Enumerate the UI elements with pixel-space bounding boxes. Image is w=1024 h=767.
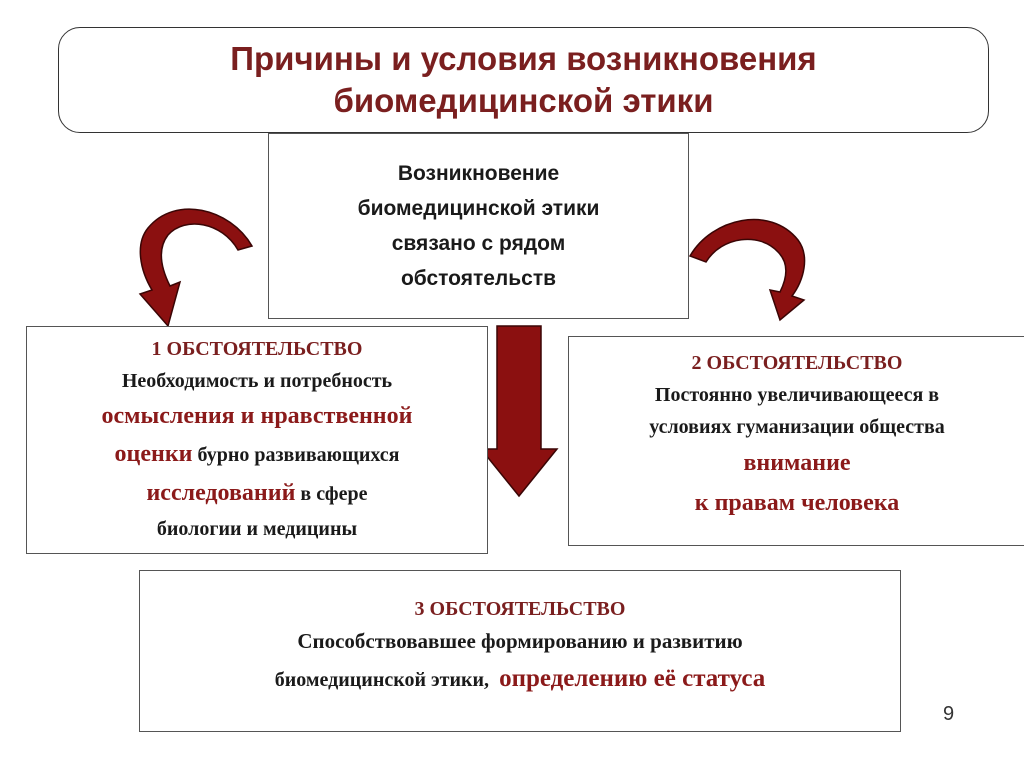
circumstance-2-header: 2 ОБСТОЯТЕЛЬСТВО xyxy=(691,352,903,374)
center-line-3: связано с рядом xyxy=(391,232,566,255)
circumstance-3-line-1: Способствовавшее формированию и развитию xyxy=(297,629,743,653)
circumstance-2-line-4: к правам человека xyxy=(694,490,900,516)
slide-number: 9 xyxy=(943,703,955,725)
right-curved-arrow xyxy=(688,218,806,322)
circumstance-1-line-2: осмысления и нравственной xyxy=(101,403,413,429)
circumstance-1-box: 1 ОБСТОЯТЕЛЬСТВО Необходимость и потребн… xyxy=(26,326,488,554)
circumstance-2-line-1: Постоянно увеличивающееся в xyxy=(654,384,940,406)
circumstance-2-line-2: условиях гуманизации общества xyxy=(649,416,945,438)
circumstance-1-line-1: Необходимость и потребность xyxy=(121,370,393,392)
highlight-statusa: определению её статуса xyxy=(499,665,766,692)
circumstance-1-line-4: исследований в сфере xyxy=(27,474,487,513)
center-line-2: биомедицинской этики xyxy=(357,197,600,220)
center-line-1: Возникновение xyxy=(397,162,560,185)
title-box: Причины и условия возникновения биомедиц… xyxy=(58,27,989,133)
circumstance-1-header: 1 ОБСТОЯТЕЛЬСТВО xyxy=(151,338,363,360)
circumstance-1-line-4-rest: в сфере xyxy=(295,483,368,505)
circumstance-3-box: 3 ОБСТОЯТЕЛЬСТВО Способствовавшее формир… xyxy=(139,570,901,732)
circumstance-1-line-5: биологии и медицины xyxy=(156,518,358,540)
circumstance-2-box: 2 ОБСТОЯТЕЛЬСТВО Постоянно увеличивающее… xyxy=(568,336,1024,546)
circumstance-1-line-3: оценки бурно развивающихся xyxy=(27,435,487,474)
center-line-4: обстоятельств xyxy=(400,267,557,290)
highlight-issledovaniy: исследований xyxy=(146,480,296,506)
circumstance-2-line-3: внимание xyxy=(743,450,851,476)
circumstance-3-line-2: биомедицинской этики, определению её ста… xyxy=(140,657,900,702)
circumstance-3-line-2-start: биомедицинской этики, xyxy=(274,669,490,691)
circumstance-1-line-3-rest: бурно развивающихся xyxy=(192,444,400,466)
center-down-arrow xyxy=(479,325,559,498)
circumstance-3-header: 3 ОБСТОЯТЕЛЬСТВО xyxy=(414,598,626,620)
left-curved-arrow xyxy=(138,208,254,328)
title-line-1: Причины и условия возникновения xyxy=(230,40,817,77)
center-box: Возникновение биомедицинской этики связа… xyxy=(268,133,689,319)
title-line-2: биомедицинской этики xyxy=(333,82,714,119)
highlight-ocenki: оценки xyxy=(114,441,193,467)
